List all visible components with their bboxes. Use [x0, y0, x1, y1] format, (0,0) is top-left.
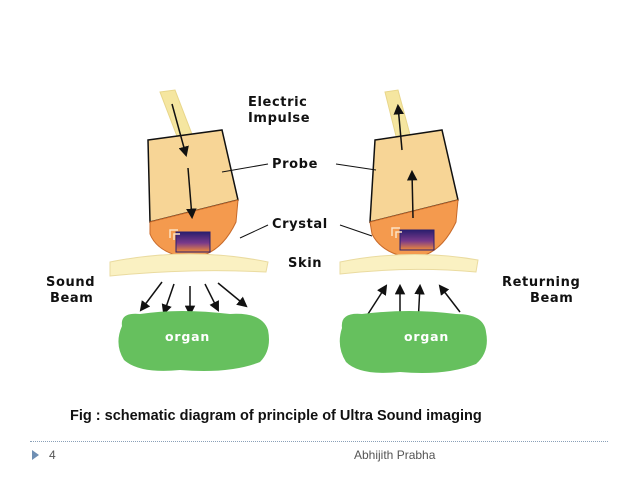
left-impulse-arrow-top: [171, 103, 189, 158]
right-impulse-arrow-top: [393, 103, 404, 151]
slide-marker-icon: [32, 450, 39, 460]
returning-beam-label-line1: Returning: [502, 275, 580, 290]
leader-lines: [221, 163, 377, 239]
electric-impulse-label-line1: Electric: [248, 95, 307, 110]
author-name: Abhijith Prabha: [354, 448, 436, 462]
sound-beam-arrow: [139, 281, 163, 312]
left-probe-assembly: [147, 89, 239, 259]
right-impulse-arrow-bottom: [406, 169, 418, 219]
sound-beam-arrow: [217, 282, 248, 308]
probe-label: Probe: [272, 157, 318, 172]
right-crystal-lines: [391, 227, 402, 238]
probe-leader-left: [221, 163, 269, 173]
electric-impulse-label-line2: Impulse: [248, 111, 310, 126]
right-crystal: [399, 229, 435, 251]
right-probe-assembly: [369, 89, 459, 259]
page-number: 4: [49, 448, 56, 462]
sound-beam-arrow: [204, 283, 219, 312]
left-crystal-lines: [169, 229, 180, 240]
skin-label: Skin: [288, 256, 322, 271]
returning-beam-arrow: [438, 284, 461, 313]
left-organ-label: organ: [165, 329, 210, 344]
sound-beam-arrows: [139, 281, 248, 317]
sound-beam-label-line1: Sound: [46, 275, 95, 290]
crystal-leader-left: [239, 224, 269, 239]
left-crystal: [175, 231, 211, 253]
crystal-leader-right: [339, 224, 373, 237]
left-organ: [118, 311, 269, 371]
right-skin: [339, 254, 479, 275]
left-impulse-arrow-bottom: [186, 167, 197, 220]
probe-leader-right: [335, 163, 377, 171]
returning-beam-arrow: [367, 284, 388, 315]
figure-caption: Fig : schematic diagram of principle of …: [70, 408, 482, 424]
crystal-label: Crystal: [272, 217, 328, 232]
left-skin: [109, 253, 269, 277]
right-organ-label: organ: [404, 329, 449, 344]
right-organ: [339, 311, 487, 373]
footer-divider: [30, 441, 608, 442]
returning-beam-label-line2: Beam: [530, 291, 573, 306]
sound-beam-label-line2: Beam: [50, 291, 93, 306]
sound-beam-arrow: [161, 283, 175, 315]
